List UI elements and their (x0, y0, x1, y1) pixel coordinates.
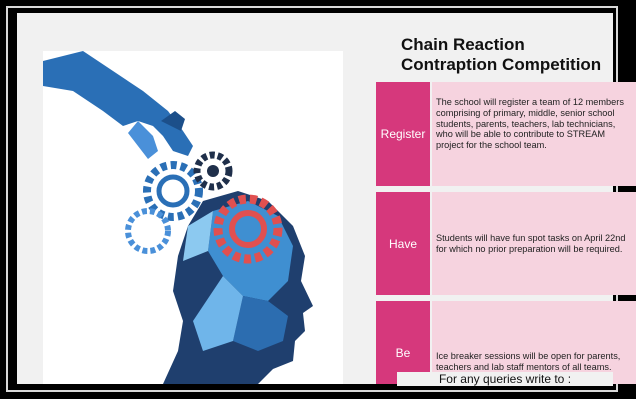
slide-title: Chain Reaction Contraption Competition (401, 35, 613, 75)
slide-title-line-2: Contraption Competition (401, 55, 602, 74)
queries-footer: For any queries write to : (397, 372, 613, 386)
row-text: Students will have fun spot tasks on Apr… (436, 232, 626, 254)
row-text: Ice breaker sessions will be open for pa… (436, 351, 621, 372)
row-body: The school will register a team of 12 me… (432, 82, 636, 186)
brain-gears-illustration (43, 51, 343, 384)
row-body: Ice breaker sessions will be open for pa… (432, 301, 636, 384)
row-body: Students will have fun spot tasks on Apr… (432, 192, 636, 295)
slide: Chain Reaction Contraption Competition R… (17, 13, 636, 386)
hand-icon (43, 51, 193, 159)
info-row-have: Have Students will have fun spot tasks o… (376, 192, 636, 295)
slide-title-line-1: Chain Reaction (401, 35, 525, 54)
info-row-register: Register The school will register a team… (376, 82, 636, 186)
head-silhouette-icon (43, 51, 313, 384)
row-tag: Have (376, 192, 430, 295)
info-row-be: Be Ice breaker sessions will be open for… (376, 301, 636, 384)
row-text: The school will register a team of 12 me… (436, 97, 624, 151)
row-tag: Register (376, 82, 430, 186)
gear-icon (125, 151, 283, 264)
row-tag: Be (376, 301, 430, 384)
